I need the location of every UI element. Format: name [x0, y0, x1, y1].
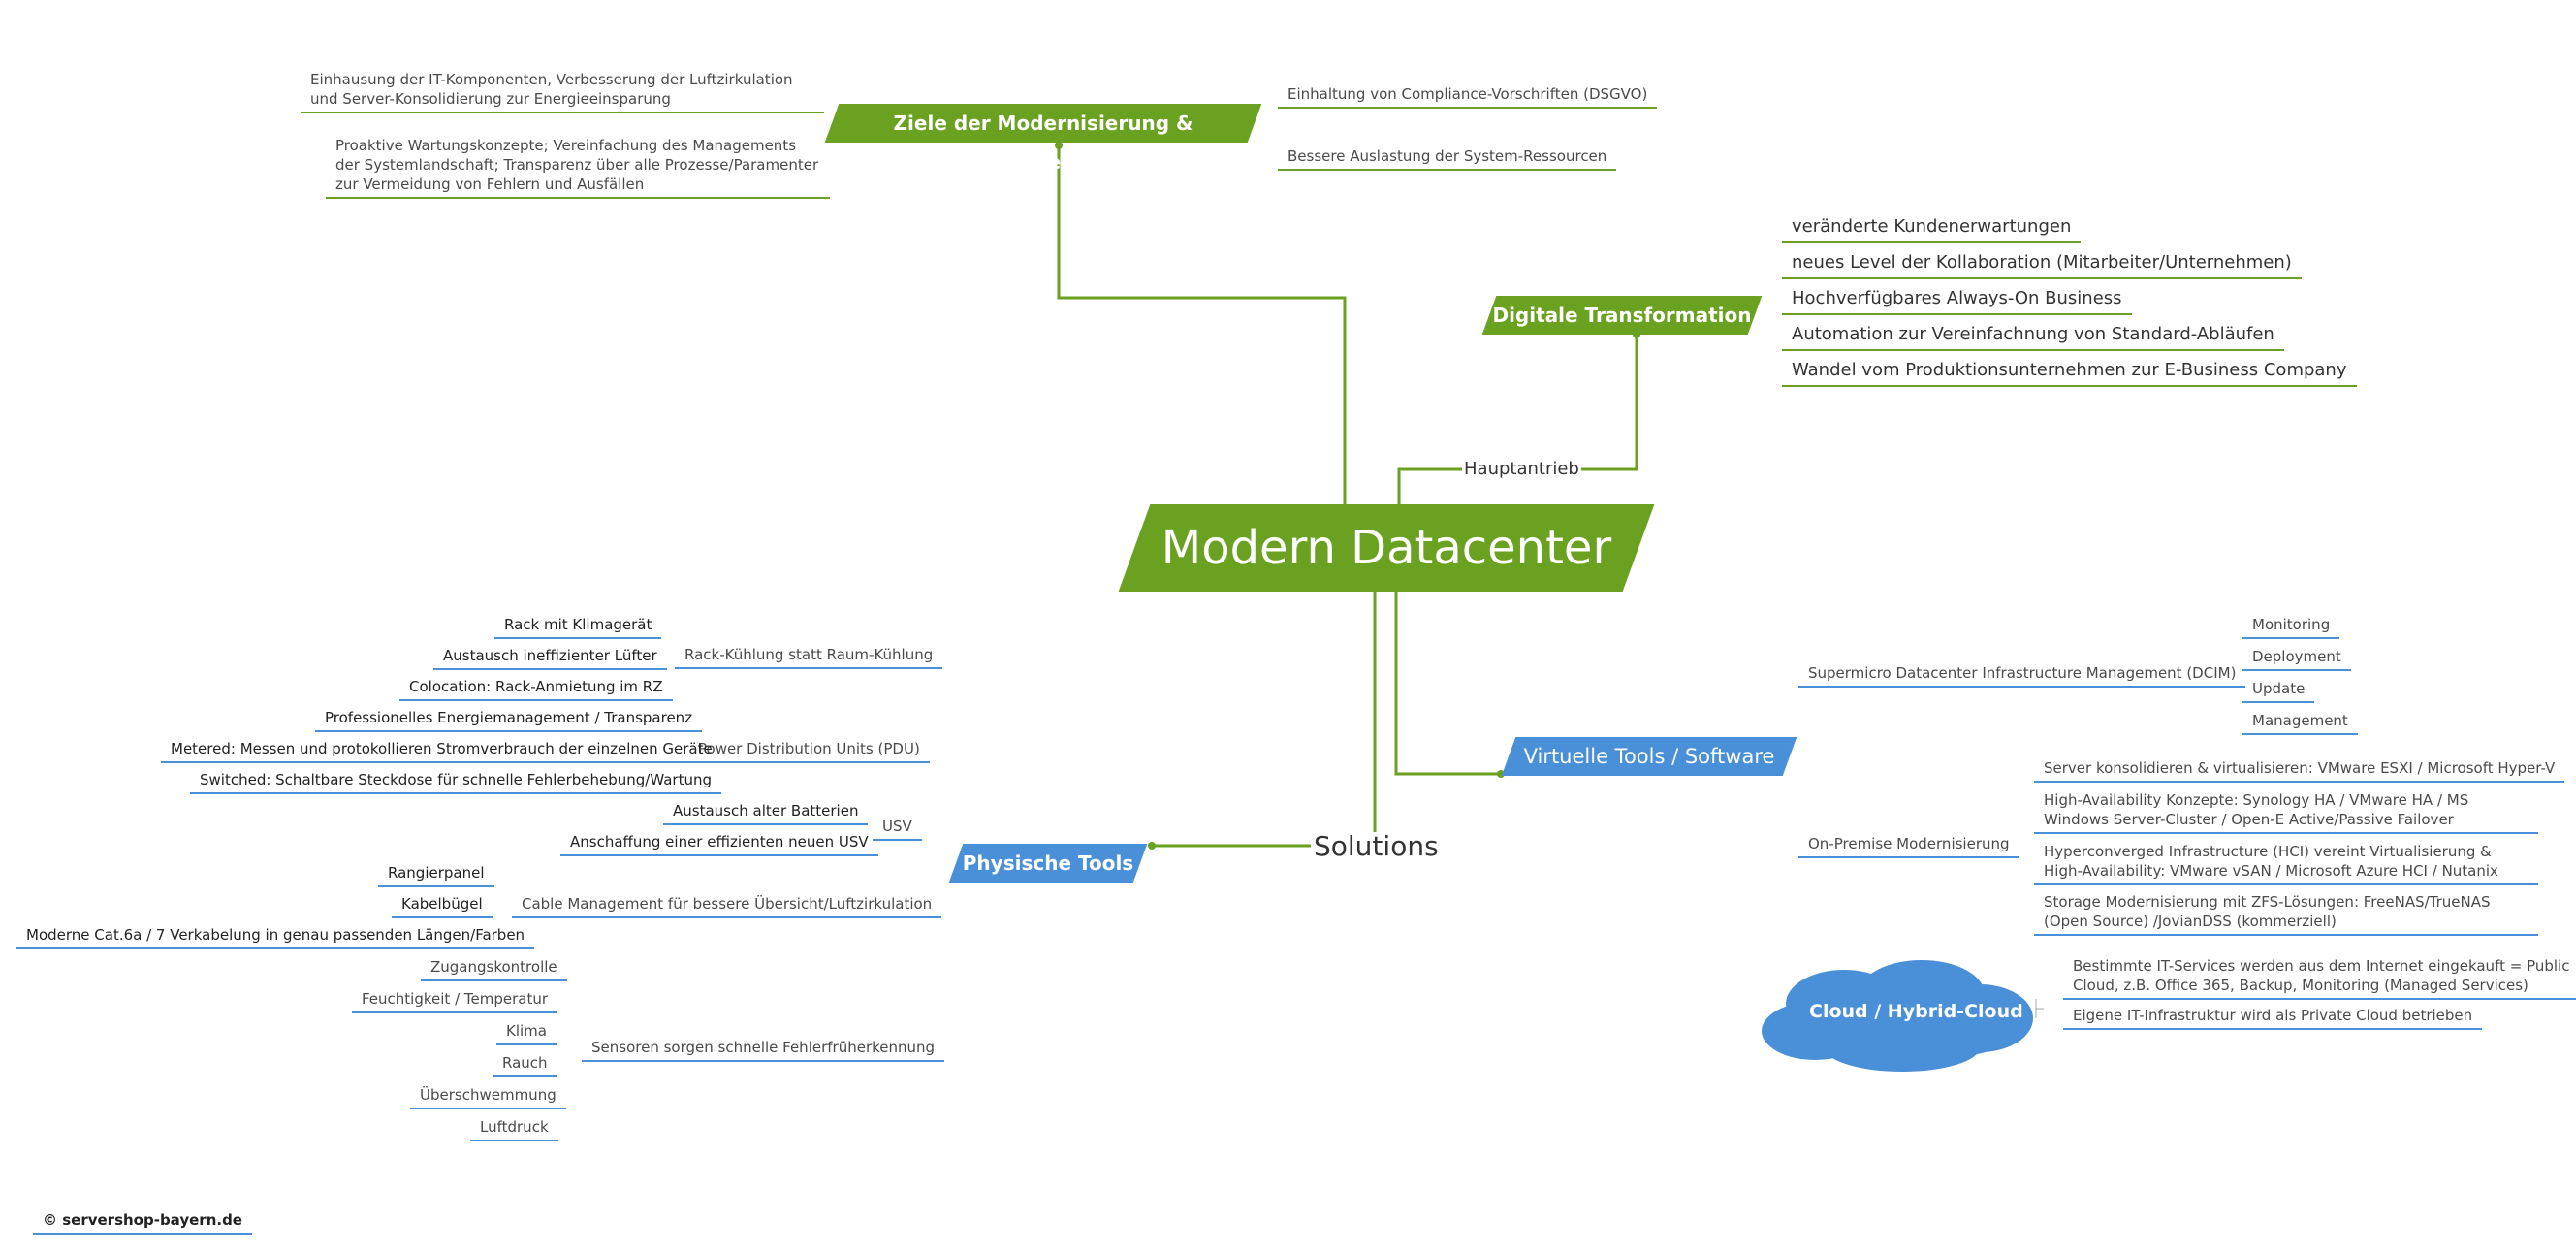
rack-item-2: Austausch ineffizienter Lüfter — [433, 646, 667, 670]
pdu-item-3: Switched: Schaltbare Steckdose für schne… — [190, 770, 722, 794]
usv-item-2: Anschaffung einer effizienten neuen USV — [560, 832, 878, 856]
ziele-title: Ziele der Modernisierung & Optimierung — [893, 112, 1193, 174]
virtual-title: Virtuelle Tools / Software — [1523, 745, 1775, 768]
solutions-label: Solutions — [1314, 830, 1439, 862]
ziele-node[interactable]: Ziele der Modernisierung & Optimierung — [824, 104, 1262, 174]
line-center-digital — [1397, 335, 1638, 506]
joint-dot — [1055, 142, 1063, 149]
cloud-item-1: Bestimmte IT-Services werden aus dem Int… — [2063, 956, 2576, 1000]
line-center-virtual — [1394, 592, 1501, 776]
sensors-item-1: Zugangskontrolle — [421, 957, 567, 981]
dcim-item-2: Deployment — [2242, 647, 2351, 671]
digital-item-3: Hochverfügbares Always-On Business — [1782, 287, 2132, 315]
pdu-label: Power Distribution Units (PDU) — [688, 739, 930, 763]
digital-item-1: veränderte Kundenerwartungen — [1782, 215, 2082, 243]
joint-dot — [1148, 842, 1156, 850]
sensors-item-5: Überschwemmung — [410, 1085, 566, 1109]
ziele-item-1: Einhausung der IT-Komponenten, Verbesser… — [301, 70, 824, 113]
cable-item-1: Rangierpanel — [378, 863, 494, 887]
usv-item-1: Austausch alter Batterien — [663, 801, 869, 825]
virtual-node[interactable]: Virtuelle Tools / Software — [1501, 737, 1797, 776]
onprem-item-4: Storage Modernisierung mit ZFS-Lösungen:… — [2034, 892, 2538, 936]
digital-title: Digitale Transformation — [1492, 304, 1752, 327]
ziele-item-3: Einhaltung von Compliance-Vorschriften (… — [1278, 84, 1658, 109]
onprem-item-3: Hyperconverged Infrastructure (HCI) vere… — [2034, 842, 2538, 885]
digital-item-5: Wandel vom Produktionsunternehmen zur E-… — [1782, 359, 2357, 387]
pdu-item-1: Professionelles Energiemanagement / Tran… — [315, 708, 703, 732]
onprem-item-1: Server konsolidieren & virtualisieren: V… — [2034, 758, 2565, 783]
physical-node[interactable]: Physische Tools — [948, 844, 1148, 883]
pdu-item-2: Metered: Messen und protokollieren Strom… — [161, 739, 722, 763]
dcim-item-1: Monitoring — [2242, 615, 2340, 639]
usv-label: USV — [873, 817, 922, 841]
sensors-item-6: Luftdruck — [470, 1117, 558, 1141]
cable-item-3: Moderne Cat.6a / 7 Verkabelung in genau … — [16, 925, 535, 949]
cable-label: Cable Management für bessere Übersicht/L… — [512, 894, 942, 918]
cloud-item-2: Eigene IT-Infrastruktur wird als Private… — [2063, 1006, 2483, 1030]
hauptantrieb-label: Hauptantrieb — [1462, 459, 1581, 479]
ziele-item-4: Bessere Auslastung der System-Ressourcen — [1278, 146, 1617, 171]
onprem-label: On-Premise Modernisierung — [1798, 834, 2019, 858]
digital-item-2: neues Level der Kollaboration (Mitarbeit… — [1782, 251, 2302, 279]
physical-title: Physische Tools — [962, 851, 1134, 875]
rack-item-1: Rack mit Klimagerät — [494, 615, 662, 639]
dcim-label: Supermicro Datacenter Infrastructure Man… — [1798, 663, 2246, 688]
ziele-item-2: Proaktive Wartungskonzepte; Vereinfachun… — [326, 136, 830, 199]
center-node[interactable]: Modern Datacenter — [1118, 504, 1655, 592]
sensors-label: Sensoren sorgen schnelle Fehlerfrüherken… — [582, 1038, 945, 1062]
cloud-label: Cloud / Hybrid-Cloud — [1809, 1001, 2023, 1022]
cable-item-2: Kabelbügel — [392, 894, 493, 918]
cloud-shape-icon[interactable] — [1757, 955, 2048, 1076]
sensors-item-3: Klima — [496, 1021, 557, 1045]
rack-label: Rack-Kühlung statt Raum-Kühlung — [675, 645, 943, 669]
digital-node[interactable]: Digitale Transformation — [1481, 296, 1763, 335]
line-cloud-items — [2035, 999, 2044, 1018]
rack-item-3: Colocation: Rack-Anmietung im RZ — [399, 677, 673, 701]
dcim-item-3: Update — [2242, 679, 2315, 703]
footer-copyright[interactable]: © servershop-bayern.de — [33, 1210, 252, 1235]
dcim-item-4: Management — [2242, 711, 2358, 735]
line-center-ziele — [1057, 145, 1347, 506]
onprem-item-2: High-Availability Konzepte: Synology HA … — [2034, 790, 2538, 834]
center-title: Modern Datacenter — [1161, 521, 1612, 575]
sensors-item-4: Rauch — [493, 1053, 557, 1077]
digital-item-4: Automation zur Vereinfachnung von Standa… — [1782, 323, 2284, 351]
sensors-item-2: Feuchtigkeit / Temperatur — [352, 989, 558, 1013]
